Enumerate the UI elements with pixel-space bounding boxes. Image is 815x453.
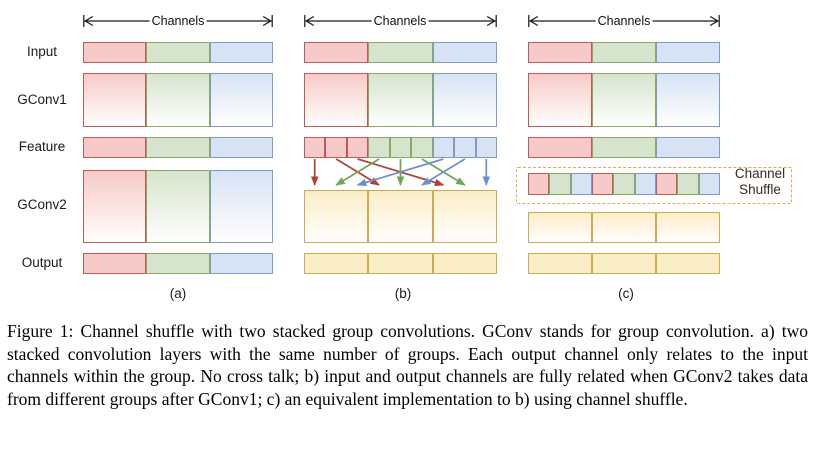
panel-c-output-yellow-1 bbox=[592, 253, 656, 274]
panel-a-gconv1-green-1 bbox=[146, 73, 210, 127]
panel-b-feature-green-5 bbox=[411, 137, 433, 158]
panel-b-feature-red-0 bbox=[304, 137, 326, 158]
panel-c-output-yellow-2 bbox=[656, 253, 720, 274]
panel-b-output-yellow-1 bbox=[368, 253, 433, 274]
panel-c-shuffle-blue-2 bbox=[570, 173, 592, 195]
panel-a-feature-red-0 bbox=[83, 137, 147, 158]
shuffle-crossing-arrows bbox=[310, 158, 491, 187]
channels-label-b: Channels bbox=[371, 14, 429, 28]
panel-c-shuffle-red-6 bbox=[656, 173, 678, 195]
panel-b-input-red-0 bbox=[304, 42, 369, 63]
panel-b-feature-red-2 bbox=[346, 137, 369, 158]
panel-c-input-green-1 bbox=[592, 42, 656, 63]
panel-c-output-yellow-0 bbox=[528, 253, 592, 274]
panel-b-gconv1-blue-2 bbox=[432, 73, 497, 127]
row-label-input: Input bbox=[26, 44, 58, 59]
channel-shuffle-label: Channel Shuffle bbox=[734, 166, 786, 197]
panel-c-shuffle-green-7 bbox=[677, 173, 699, 195]
panel-b-input-blue-2 bbox=[432, 42, 497, 63]
panel-c-shuffle-red-0 bbox=[528, 173, 550, 195]
panel-a-gconv1-blue-2 bbox=[209, 73, 273, 127]
panel-c-input-blue-2 bbox=[656, 42, 720, 63]
panel-b-feature-blue-8 bbox=[475, 137, 497, 158]
panel-b-feature-green-3 bbox=[368, 137, 390, 158]
panel-a-gconv1-red-0 bbox=[83, 73, 147, 127]
panel-c-feature-red-0 bbox=[528, 137, 592, 158]
panel-b-gconv1-green-1 bbox=[368, 73, 433, 127]
panel-b-output-yellow-0 bbox=[304, 253, 369, 274]
panel-a-gconv2-red-0 bbox=[83, 170, 147, 243]
panel-c-shuffle-red-3 bbox=[592, 173, 614, 195]
panel-a-input-green-1 bbox=[146, 42, 210, 63]
arrow-blue-cell6-to-group1 bbox=[356, 158, 444, 187]
panel-label-b: (b) bbox=[394, 286, 412, 301]
arrow-red-cell1-to-group2 bbox=[335, 158, 380, 186]
row-label-feature: Feature bbox=[18, 139, 66, 154]
panel-c-gconv1-red-0 bbox=[528, 73, 592, 127]
panel-c-shuffle-green-1 bbox=[549, 173, 571, 195]
panel-c-gconv2-yellow-1 bbox=[592, 212, 656, 243]
panel-b-gconv2-yellow-2 bbox=[432, 190, 497, 243]
row-label-gconv1: GConv1 bbox=[17, 92, 67, 107]
channels-label-a: Channels bbox=[149, 14, 207, 28]
panel-a-input-red-0 bbox=[83, 42, 147, 63]
panel-a-output-blue-2 bbox=[209, 253, 273, 274]
panel-c-gconv2-yellow-0 bbox=[528, 212, 592, 243]
arrow-green-cell3-to-group1 bbox=[335, 158, 380, 186]
channels-label-c: Channels bbox=[595, 14, 653, 28]
panel-c-input-red-0 bbox=[528, 42, 592, 63]
panel-b-feature-green-4 bbox=[389, 137, 412, 158]
panel-c-shuffle-blue-8 bbox=[698, 173, 720, 195]
panel-a-gconv2-green-1 bbox=[146, 170, 210, 243]
panel-c-feature-blue-2 bbox=[656, 137, 720, 158]
arrow-red-cell2-to-group3 bbox=[357, 158, 445, 187]
channel-shuffle-dashed-box bbox=[516, 167, 792, 204]
panel-b-output-yellow-2 bbox=[432, 253, 497, 274]
panel-b-gconv1-red-0 bbox=[304, 73, 369, 127]
panel-c-gconv1-green-1 bbox=[592, 73, 656, 127]
panel-b-input-green-1 bbox=[368, 42, 433, 63]
panel-c-shuffle-blue-5 bbox=[634, 173, 656, 195]
panel-a-feature-green-1 bbox=[146, 137, 210, 158]
arrow-green-cell5-to-group3 bbox=[421, 158, 466, 186]
panel-c-gconv1-blue-2 bbox=[656, 73, 720, 127]
panel-a-feature-blue-2 bbox=[209, 137, 273, 158]
row-label-gconv2: GConv2 bbox=[17, 197, 67, 212]
panel-b-feature-blue-7 bbox=[454, 137, 476, 158]
panel-b-gconv2-yellow-1 bbox=[368, 190, 433, 243]
arrow-blue-cell7-to-group2 bbox=[421, 158, 466, 186]
panel-b-feature-blue-6 bbox=[432, 137, 455, 158]
panel-a-gconv2-blue-2 bbox=[209, 170, 273, 243]
panel-c-shuffle-green-4 bbox=[613, 173, 635, 195]
panel-a-output-green-1 bbox=[146, 253, 210, 274]
panel-b-feature-red-1 bbox=[325, 137, 347, 158]
row-label-output: Output bbox=[21, 255, 63, 270]
panel-c-feature-green-1 bbox=[592, 137, 656, 158]
panel-b-gconv2-yellow-0 bbox=[304, 190, 369, 243]
panel-a-output-red-0 bbox=[83, 253, 147, 274]
panel-label-c: (c) bbox=[618, 286, 634, 301]
panel-label-a: (a) bbox=[169, 286, 187, 301]
panel-c-gconv2-yellow-2 bbox=[656, 212, 720, 243]
panel-a-input-blue-2 bbox=[209, 42, 273, 63]
figure-caption: Figure 1: Channel shuffle with two stack… bbox=[7, 321, 808, 409]
